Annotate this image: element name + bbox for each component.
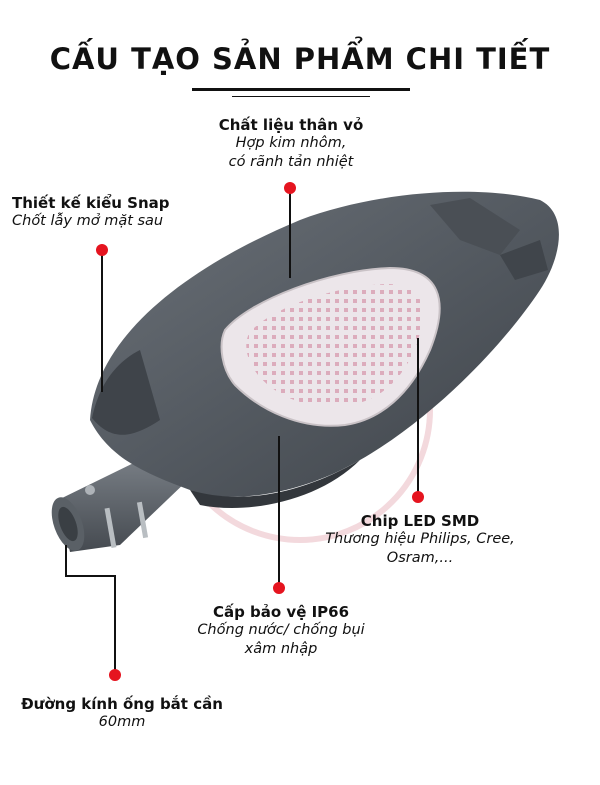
callout-pipe: Đường kính ống bắt cần 60mm: [8, 695, 236, 732]
callout-pipe-line1: 60mm: [98, 714, 146, 730]
led-panel: [220, 266, 441, 427]
callout-ip-line2: xâm nhập: [244, 641, 318, 657]
page-title: CẤU TẠO SẢN PHẨM CHI TIẾT: [49, 42, 551, 76]
dot-ip: [273, 582, 285, 594]
callout-snap-heading: Thiết kế kiểu Snap: [12, 194, 170, 212]
leader-lines: [65, 188, 419, 672]
title-underline-thin: [232, 96, 370, 97]
callout-chip: Chip LED SMD Thương hiệu Philips, Cree, …: [300, 512, 540, 568]
mounting-arm: [51, 455, 190, 552]
callout-chip-heading: Chip LED SMD: [360, 512, 480, 530]
callout-chip-line1: Thương hiệu Philips, Cree,: [325, 531, 515, 547]
callout-dots: [96, 182, 424, 681]
callout-ip: Cấp bảo vệ IP66 Chống nước/ chống bụi xâ…: [176, 603, 386, 659]
callout-body: Chất liệu thân vỏ Hợp kim nhôm, có rãnh …: [196, 116, 386, 172]
callout-body-line2: có rãnh tản nhiệt: [228, 154, 354, 170]
callout-ip-line1: Chống nước/ chống bụi: [197, 622, 365, 638]
callout-body-heading: Chất liệu thân vỏ: [218, 116, 364, 134]
dot-snap: [96, 244, 108, 256]
dot-body: [284, 182, 296, 194]
callout-ip-heading: Cấp bảo vệ IP66: [212, 603, 350, 621]
callout-body-line1: Hợp kim nhôm,: [235, 135, 347, 151]
callout-pipe-heading: Đường kính ống bắt cần: [21, 695, 223, 713]
callout-chip-line2: Osram,...: [386, 550, 454, 566]
dot-chip: [412, 491, 424, 503]
dot-pipe: [109, 669, 121, 681]
callout-snap-line1: Chốt lẫy mở mặt sau: [12, 213, 164, 229]
title-underline: [192, 88, 410, 91]
callout-snap: Thiết kế kiểu Snap Chốt lẫy mở mặt sau: [12, 194, 170, 231]
